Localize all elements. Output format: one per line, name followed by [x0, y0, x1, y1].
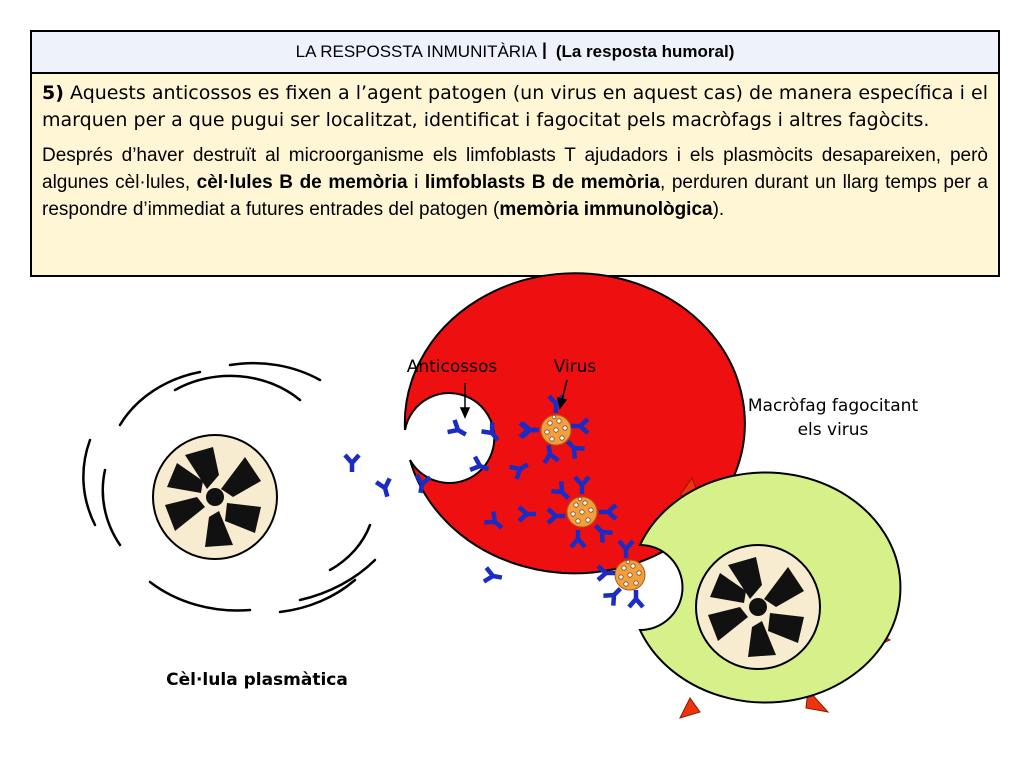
label-virus: Virus: [554, 357, 597, 377]
panel-title: LA RESPOSSTA INMUNITÀRIA I (La resposta …: [32, 32, 998, 74]
memory-text-4: ).: [712, 199, 725, 220]
memory-bold-1: cèl·lules B de memòria: [196, 172, 408, 193]
title-main: LA RESPOSSTA INMUNITÀRIA: [295, 42, 538, 61]
memory-bold-3: memòria immunològica: [499, 199, 713, 220]
label-plasma-cell: Cèl·lula plasmàtica: [166, 670, 348, 690]
paragraph-step-5: 5) Aquests anticossos es fixen a l’agent…: [42, 80, 988, 134]
memory-text-3: , perduren durant un llarg temps per a r…: [42, 172, 989, 220]
label-macrophage-line2: els virus: [798, 420, 869, 440]
label-arrows: [459, 379, 568, 419]
memory-text-2: i: [407, 172, 425, 193]
text-panel: LA RESPOSSTA INMUNITÀRIA I (La resposta …: [30, 30, 1000, 277]
paragraph-memory: Després d’haver destruït al microorganis…: [42, 142, 988, 223]
title-sub: (La resposta humoral): [555, 42, 735, 61]
label-macrophage-line1: Macròfag fagocitant: [748, 396, 919, 416]
title-roman: I: [541, 38, 548, 65]
plasma-cell: [82, 272, 746, 614]
macrophage: [638, 471, 902, 719]
plasma-cell-nucleus: [152, 434, 278, 560]
memory-bold-2: limfoblasts B de memòria: [424, 172, 660, 193]
step-text: Aquests anticossos es fixen a l’agent pa…: [42, 82, 988, 131]
label-antibodies: Anticossos: [407, 357, 498, 377]
step-number: 5): [42, 82, 64, 104]
memory-text-1: Després d’haver destruït al microorganis…: [42, 145, 988, 193]
macrophage-nucleus: [695, 544, 821, 670]
